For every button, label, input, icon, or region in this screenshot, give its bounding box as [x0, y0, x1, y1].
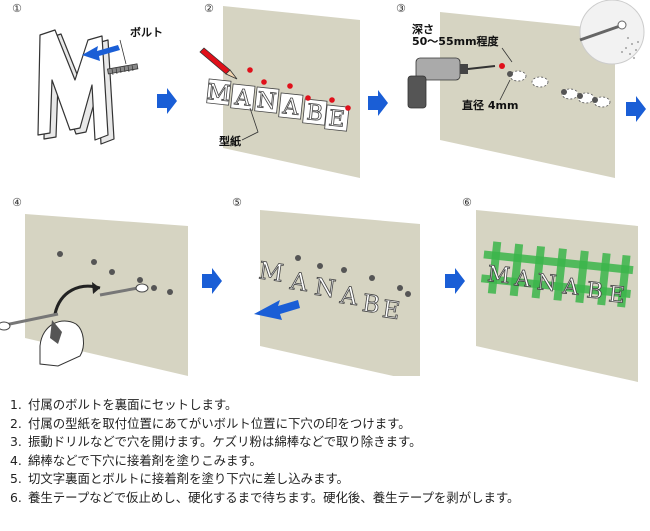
tape-strip	[509, 243, 524, 297]
step-item: 4.綿棒などで下穴に接着剤を塗りこみます。	[10, 452, 262, 468]
letter-a: A	[280, 94, 301, 121]
letter-a: A	[512, 266, 533, 293]
step-item: 5.切文字裏面とボルトに接着剤を塗り下穴に差し込みます。	[10, 471, 349, 486]
tape-strip	[531, 245, 545, 299]
letter-m: M	[257, 257, 285, 288]
flow-arrow-2-icon	[368, 90, 388, 116]
wall	[440, 12, 615, 178]
template-box	[302, 98, 328, 126]
letter-b: B	[360, 289, 381, 319]
flow-arrow-5-icon	[445, 268, 465, 294]
step-number-6: ⑥	[462, 196, 472, 209]
template-box	[230, 83, 256, 111]
wall	[223, 6, 360, 178]
step-item: 6.養生テープなどで仮止めし、硬化するまで待ちます。硬化後、養生テープを剥がしま…	[10, 489, 520, 505]
panel-3-illustration	[407, 0, 645, 178]
step-number-4: ④	[12, 196, 22, 209]
letter-a: A	[338, 281, 361, 311]
letter-b: B	[305, 100, 324, 127]
letter-n: N	[313, 273, 338, 304]
letter-m: M	[206, 80, 231, 107]
drilled-holes	[57, 251, 173, 295]
letter-n: N	[536, 270, 558, 297]
drilled-holes	[295, 255, 411, 297]
diameter-label: 直径 4mm	[462, 99, 519, 112]
step-item: 3.振動ドリルなどで穴を開けます。ケズリ粉は綿棒などで取り除きます。	[10, 434, 422, 449]
letter-a: A	[560, 274, 581, 301]
flow-arrow-3-icon	[626, 96, 646, 122]
masking-tape	[480, 241, 634, 308]
flow-arrow-4-icon	[202, 268, 222, 294]
bolt-icon	[107, 39, 139, 76]
step-number-5: ⑤	[232, 196, 242, 209]
drill-marks	[247, 67, 351, 111]
tape-strip	[487, 241, 502, 294]
tape-strip	[575, 250, 589, 304]
tape-strip	[597, 252, 611, 306]
step-number-2: ②	[204, 2, 214, 15]
template-box	[254, 86, 280, 114]
instruction-steps: 1.付属のボルトを裏面にセットします。 2.付属の型紙を取付位置にあてがいボルト…	[10, 396, 519, 507]
letter-m-3d	[37, 29, 115, 145]
pencil-icon	[199, 47, 238, 80]
letter-e: E	[380, 295, 401, 325]
letter-a: A	[288, 267, 311, 297]
depth-label-line1: 深さ	[412, 23, 434, 36]
panel-1-illustration	[37, 29, 139, 145]
bolt-label: ボルト	[130, 26, 163, 39]
panel-4-illustration	[0, 214, 188, 376]
cotton-swab-icon	[99, 283, 149, 297]
cleaning-inset	[579, 0, 645, 65]
letter-b: B	[585, 278, 604, 305]
letter-a: A	[232, 85, 253, 112]
step-item: 2.付属の型紙を取付位置にあてがいボルト位置に下穴の印をつけます。	[10, 415, 411, 431]
push-arrow-icon	[254, 300, 300, 320]
tape-strip	[553, 248, 567, 301]
letter-n: N	[256, 88, 278, 115]
flow-arrow-1-icon	[157, 88, 177, 114]
template-box	[206, 78, 232, 106]
template-box	[278, 92, 304, 120]
hand-icon	[0, 312, 84, 367]
step-number-1: ①	[12, 2, 22, 15]
step-item: 1.付属のボルトを裏面にセットします。	[10, 397, 238, 412]
depth-label-line2: 50〜55mm程度	[412, 35, 499, 48]
insert-arrow-icon	[82, 45, 120, 61]
drill-icon	[407, 57, 496, 109]
letter-m: M	[486, 262, 511, 289]
letter-e: E	[327, 106, 346, 133]
template-label: 型紙	[219, 135, 241, 148]
tape-strip	[617, 254, 631, 308]
template-box	[324, 104, 350, 132]
wall	[260, 210, 420, 376]
step-number-3: ③	[396, 2, 406, 15]
letter-e: E	[607, 282, 626, 309]
